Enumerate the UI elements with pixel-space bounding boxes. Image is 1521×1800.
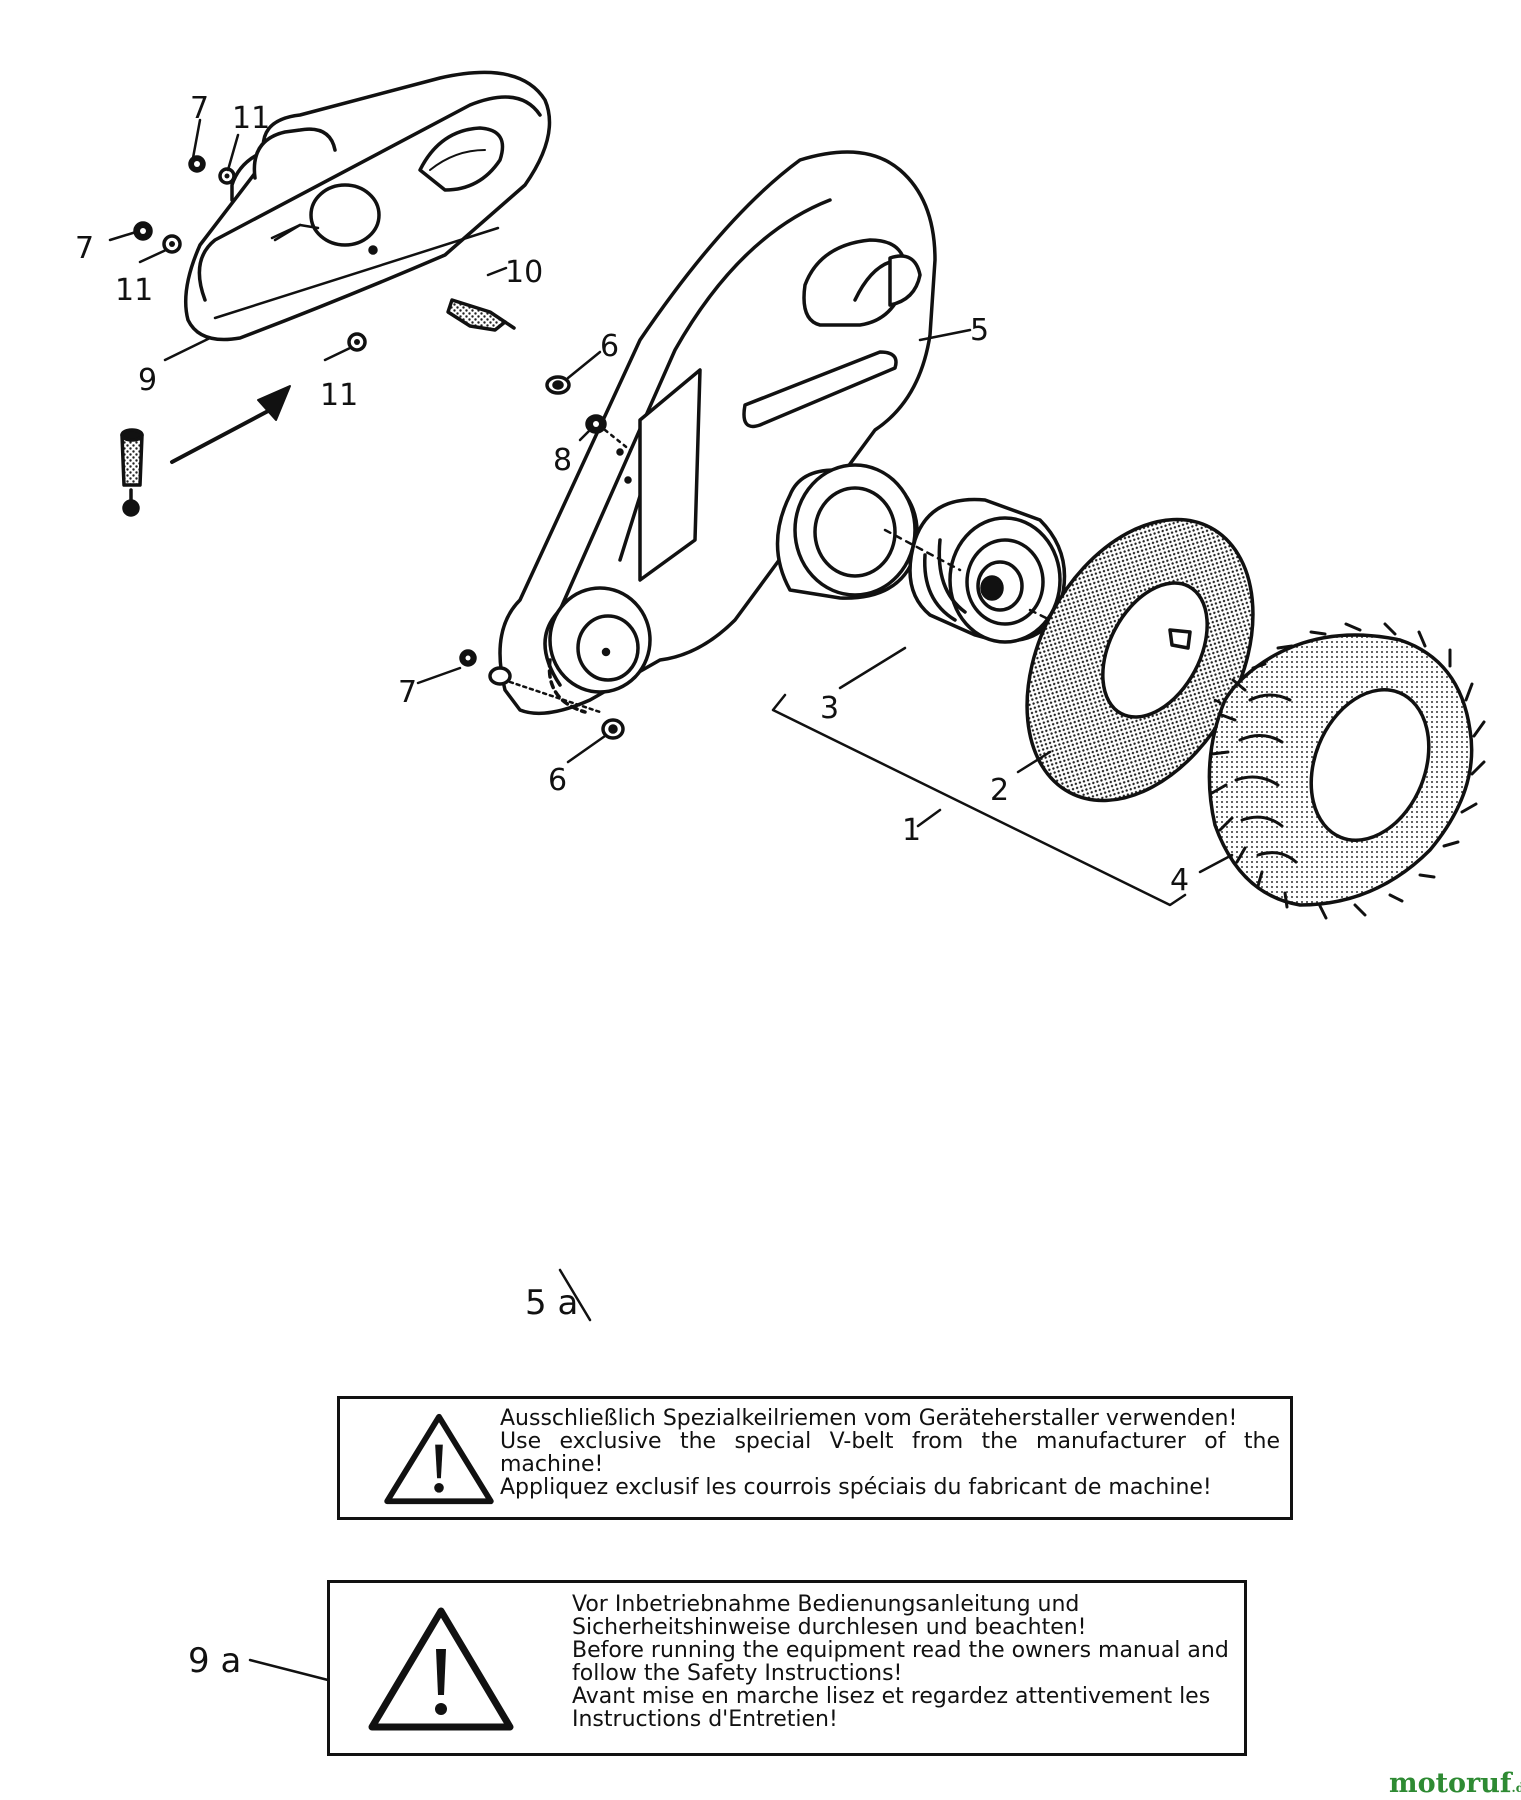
label-9a-line-2: Sicherheitshinweise durchlesen und beach… — [572, 1616, 1087, 1640]
label-9a-line-3: Before running the equipment read the ow… — [572, 1639, 1229, 1663]
assembly-arrow — [170, 385, 291, 464]
housing-part-5 — [498, 150, 937, 716]
washer-part-11-left — [162, 234, 182, 254]
nut-part-7-bottom — [459, 649, 477, 667]
screw-part-6-bottom — [601, 718, 625, 740]
callout-3: 3 — [820, 691, 839, 726]
warning-label-9a: Vor Inbetriebnahme Bedienungsanleitung u… — [327, 1580, 1247, 1756]
cover-hub — [252, 127, 337, 180]
screw-part-6-top — [545, 375, 571, 395]
watermark-brand: motoruf — [1389, 1768, 1512, 1799]
label-5a-line-en: Use exclusive the special V-belt from th… — [500, 1430, 1280, 1477]
nut-part-7-top — [188, 155, 206, 173]
tire-part-4 — [1207, 622, 1486, 920]
label-9a-line-6: Instructions d'Entretien! — [572, 1708, 838, 1732]
washer-part-11-top — [218, 167, 236, 185]
warning-triangle-icon — [384, 1413, 494, 1505]
label-5a-line-de: Ausschließlich Spezialkeilriemen vom Ger… — [500, 1407, 1238, 1431]
label-5a-line-fr: Appliquez exclusif les courrois spéciais… — [500, 1476, 1212, 1500]
label-9a-line-1: Vor Inbetriebnahme Bedienungsanleitung u… — [572, 1593, 1080, 1617]
callout-10: 10 — [505, 255, 543, 290]
callout-7-bottom: 7 — [398, 675, 417, 710]
leader-lines — [108, 118, 1234, 1682]
nut-part-7-left — [133, 221, 153, 241]
callout-7-top: 7 — [190, 91, 209, 126]
callout-4: 4 — [1170, 863, 1189, 898]
warning-triangle-icon — [368, 1607, 514, 1731]
wheel-rim-part-3 — [908, 497, 1067, 644]
watermark-tld: .de — [1511, 1781, 1521, 1795]
warning-label-5a: Ausschließlich Spezialkeilriemen vom Ger… — [337, 1396, 1293, 1520]
callout-6-bottom: 6 — [548, 763, 567, 798]
cover-bolt — [120, 428, 144, 517]
cable-fitting-part-10 — [446, 298, 516, 332]
callout-2: 2 — [990, 773, 1009, 808]
bolt-bottom-left — [488, 666, 602, 714]
disc-part-2 — [1025, 517, 1255, 803]
label-5a-text: Ausschließlich Spezialkeilriemen vom Ger… — [500, 1407, 1280, 1499]
callout-5: 5 — [970, 313, 989, 348]
callout-11-top: 11 — [232, 101, 270, 136]
callout-9: 9 — [138, 363, 157, 398]
drive-drum — [775, 463, 919, 600]
label-9a-line-4: follow the Safety Instructions! — [572, 1662, 903, 1686]
callout-7-left: 7 — [75, 231, 94, 266]
callout-6-top: 6 — [600, 329, 619, 364]
callout-11-bottom: 11 — [320, 378, 358, 413]
callout-11-left: 11 — [115, 273, 153, 308]
washer-part-11-bottom — [347, 332, 367, 352]
callout-8: 8 — [553, 443, 572, 478]
label-9a-text: Vor Inbetriebnahme Bedienungsanleitung u… — [572, 1593, 1242, 1732]
callout-5a: 5 a — [525, 1283, 578, 1323]
label-9a-line-5: Avant mise en marche lisez et regardez a… — [572, 1685, 1211, 1709]
callout-1: 1 — [902, 813, 921, 848]
motoruf-watermark-logo: motoruf.de — [1389, 1768, 1521, 1799]
callout-9a: 9 a — [188, 1641, 241, 1681]
